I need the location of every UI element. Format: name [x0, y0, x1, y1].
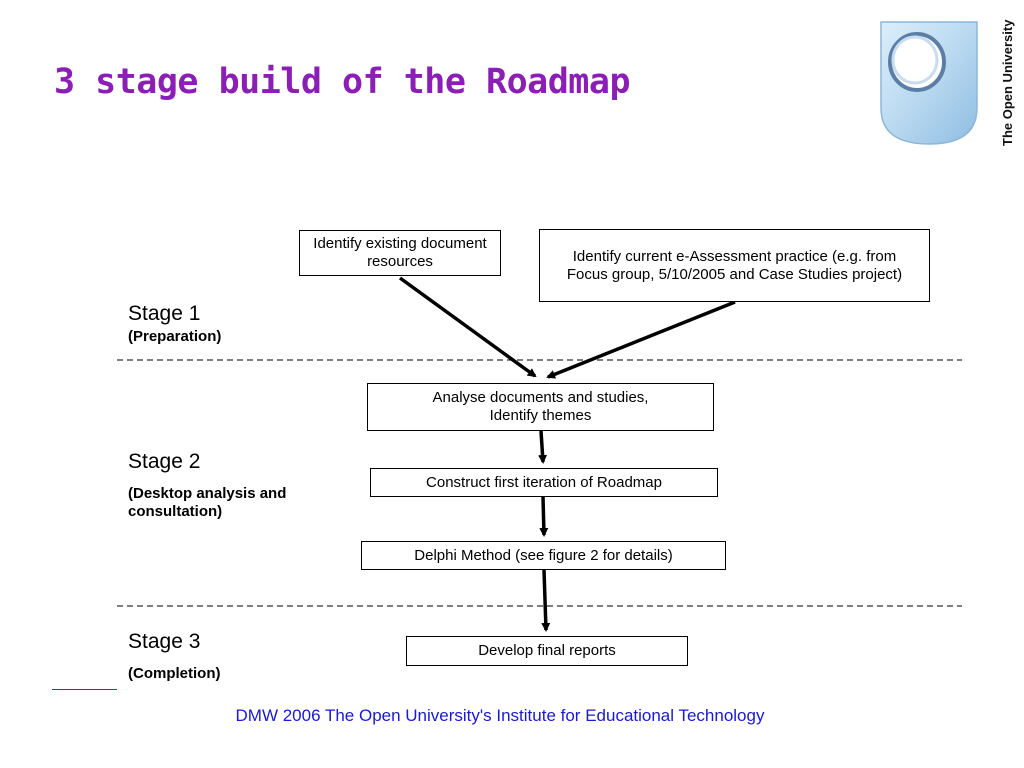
stage-2-name: Stage 2: [128, 450, 201, 473]
arrow-resources-to-analyse: [398, 276, 537, 378]
arrow-construct-to-delphi: [539, 496, 549, 537]
footer-text: DMW 2006 The Open University's Institute…: [235, 706, 765, 725]
arrow-practice-to-analyse: [546, 300, 736, 379]
box-analyse-themes: Analyse documents and studies, Identify …: [367, 383, 714, 431]
open-university-logo-icon: [880, 21, 978, 145]
box-delphi-method: Delphi Method (see figure 2 for details): [361, 541, 726, 570]
arrow-analyse-to-construct: [538, 430, 548, 464]
box-identify-resources: Identify existing document resources: [299, 230, 501, 276]
box-develop-reports: Develop final reports: [406, 636, 688, 666]
slide-title: 3 stage build of the Roadmap: [54, 62, 631, 102]
stage-1-name: Stage 1: [128, 302, 201, 325]
arrow-delphi-to-develop: [541, 569, 551, 632]
stage-3-desc: (Completion): [128, 665, 221, 682]
box-identify-practice: Identify current e-Assessment practice (…: [539, 229, 930, 302]
stage-1-desc: (Preparation): [128, 328, 222, 345]
decorative-rule: [52, 689, 117, 690]
footer-caption: DMW 2006 The Open University's Institute…: [0, 706, 1024, 726]
box-construct-roadmap: Construct first iteration of Roadmap: [370, 468, 718, 497]
stage-2-desc: (Desktop analysis and consultation): [128, 485, 287, 520]
stage-3-name: Stage 3: [128, 630, 201, 653]
